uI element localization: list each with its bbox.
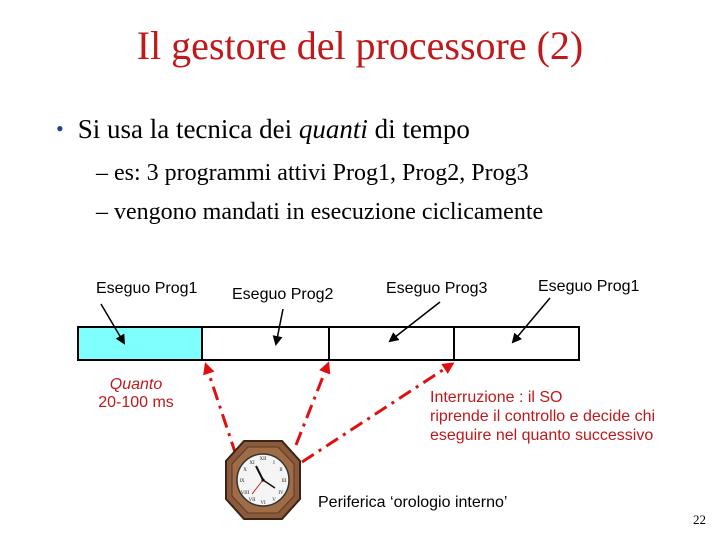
interrupt-note: Interruzione : il SO riprende il control… (430, 388, 655, 445)
svg-text:II: II (279, 468, 283, 473)
svg-text:XII: XII (260, 457, 267, 462)
interrupt-line-2: riprende il controllo e decide chi (430, 407, 655, 426)
svg-text:VIII: VIII (241, 491, 250, 496)
page-number: 22 (693, 512, 706, 528)
quantum-segment-4 (454, 327, 579, 360)
svg-text:VI: VI (260, 501, 266, 506)
interrupt-arrow-1 (206, 365, 236, 455)
clock-icon: XII III VI IX I II IV V VII VIII X XI (226, 441, 300, 519)
quantum-label-text: Quanto (110, 376, 162, 393)
svg-text:XI: XI (249, 461, 255, 466)
quantum-segment-1 (78, 327, 202, 360)
interrupt-arrow-2 (296, 364, 328, 445)
svg-text:X: X (243, 468, 247, 473)
svg-text:VII: VII (249, 498, 256, 503)
quantum-segment-2 (202, 327, 329, 360)
svg-text:V: V (272, 498, 276, 503)
quantum-label: Quanto 20-100 ms (86, 376, 186, 412)
svg-text:III: III (282, 479, 287, 484)
interrupt-line-3: eseguire nel quanto successivo (430, 426, 655, 445)
interrupt-line-1: Interruzione : il SO (430, 388, 655, 407)
svg-text:IV: IV (278, 491, 284, 496)
clock-caption: Periferica ‘orologio interno’ (318, 494, 507, 512)
quantum-segment-3 (329, 327, 454, 360)
quantum-range: 20-100 ms (86, 394, 186, 412)
svg-text:IX: IX (239, 479, 245, 484)
